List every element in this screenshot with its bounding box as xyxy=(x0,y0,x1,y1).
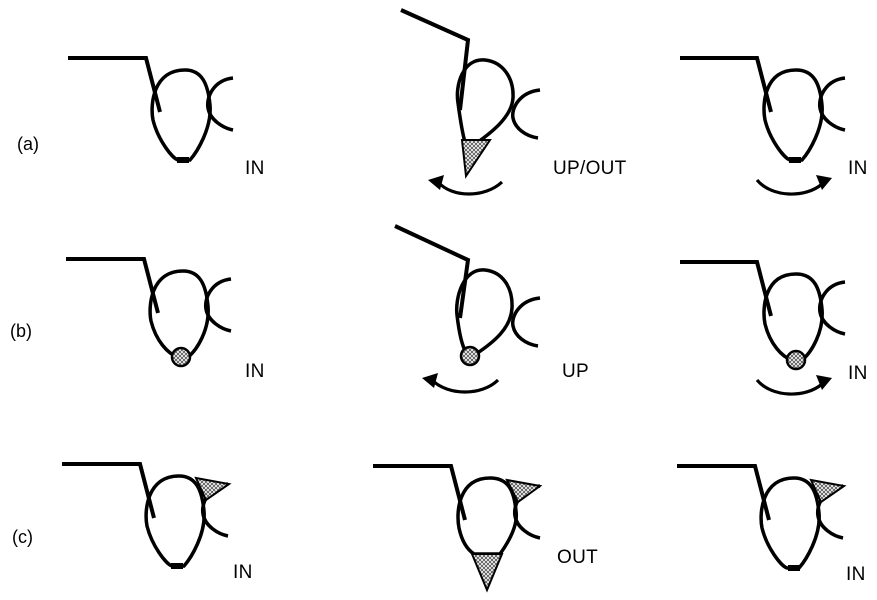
cell-outline xyxy=(764,274,822,360)
wall-line xyxy=(62,464,154,518)
cell-outline xyxy=(146,476,204,566)
row-label-b: (b) xyxy=(10,321,32,342)
cell-outline xyxy=(458,478,516,554)
row-label-c: (c) xyxy=(12,527,33,548)
state-label-c-1: IN xyxy=(233,562,253,584)
cell-outline xyxy=(152,70,210,160)
panel-b-1 xyxy=(66,259,231,366)
state-label-c-2: OUT xyxy=(557,547,598,569)
adjacent-cell-arc xyxy=(513,90,540,138)
cell-outline xyxy=(764,70,822,160)
wall-line xyxy=(677,466,769,520)
state-label-b-2: UP xyxy=(562,361,589,383)
base-marker xyxy=(171,563,183,569)
panel-b-2 xyxy=(395,226,540,392)
rotation-arrow xyxy=(432,380,498,392)
base-marker xyxy=(789,157,801,163)
rotation-arrow xyxy=(438,182,502,194)
cell-outline xyxy=(150,271,208,357)
state-label-a-3: IN xyxy=(848,158,868,180)
cell-outline xyxy=(457,270,512,354)
panel-c-2 xyxy=(373,466,540,590)
panel-a-2 xyxy=(401,10,540,194)
wall-line xyxy=(66,259,158,313)
arrowhead-left xyxy=(422,373,438,388)
wall-line xyxy=(373,466,465,520)
hatched-wedge-bottom xyxy=(472,554,502,590)
arrowhead-left xyxy=(428,175,444,190)
hatched-ball xyxy=(787,351,805,369)
hatched-ball xyxy=(461,347,479,365)
hatched-ball xyxy=(172,348,190,366)
state-label-a-1: IN xyxy=(245,158,265,180)
row-label-a: (a) xyxy=(17,134,39,155)
panel-c-1 xyxy=(62,464,229,569)
wall-line xyxy=(68,58,160,112)
state-label-c-3: IN xyxy=(846,564,866,586)
panel-b-3 xyxy=(680,262,845,394)
state-label-b-3: IN xyxy=(848,363,868,385)
rotation-arrow xyxy=(757,380,822,394)
panel-a-1 xyxy=(68,58,233,163)
state-label-a-2: UP/OUT xyxy=(553,158,627,180)
base-marker xyxy=(788,565,800,571)
hatched-wedge xyxy=(462,140,490,176)
adjacent-cell-arc xyxy=(513,298,540,346)
hatched-wedge xyxy=(507,480,540,502)
wall-line xyxy=(680,58,771,112)
panel-c-3 xyxy=(677,466,844,571)
state-label-b-1: IN xyxy=(245,361,265,383)
wall-line xyxy=(680,262,771,316)
panel-a-3 xyxy=(680,58,845,194)
cell-outline xyxy=(761,478,819,568)
rotation-arrow xyxy=(757,180,822,194)
base-marker xyxy=(177,157,189,163)
